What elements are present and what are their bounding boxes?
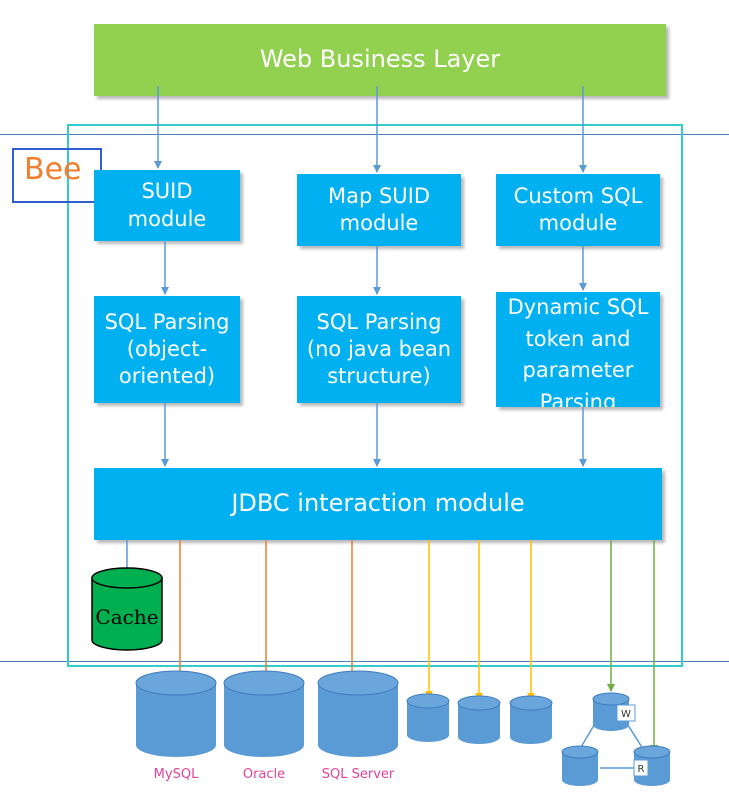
oracle-label: Oracle bbox=[242, 767, 286, 782]
parsing-to-jdbc-arrows bbox=[161, 403, 587, 467]
jdbc-to-relational-db-arrows bbox=[176, 540, 356, 685]
mysql-label: MySQL bbox=[153, 767, 199, 782]
sqlserver-database-icon bbox=[317, 670, 399, 757]
read-tag: R bbox=[638, 764, 645, 775]
sql-parsing-object-oriented: SQL Parsing (object- oriented) bbox=[94, 296, 240, 403]
module-to-parsing-arrows bbox=[161, 241, 587, 295]
cluster-read-node-1-icon bbox=[561, 745, 599, 786]
dynamic-sql-parsing: Dynamic SQL token and parameter Parsing bbox=[496, 292, 660, 407]
jdbc-to-other-db-arrows bbox=[425, 540, 535, 701]
bottom-guide-line bbox=[0, 661, 729, 662]
jdbc-interaction-module: JDBC interaction module bbox=[94, 468, 662, 540]
write-tag: W bbox=[621, 709, 631, 720]
cluster-write-node-icon: W bbox=[592, 692, 636, 731]
map-suid-module: Map SUID module bbox=[297, 174, 461, 246]
web-to-module-arrows bbox=[154, 86, 587, 173]
sqlserver-label: SQL Server bbox=[321, 767, 395, 782]
cache-label: Cache bbox=[95, 605, 158, 629]
top-guide-line bbox=[0, 134, 729, 135]
suid-module: SUID module bbox=[94, 170, 240, 241]
oracle-database-icon bbox=[223, 670, 305, 757]
cluster-read-node-2-icon: R bbox=[633, 745, 671, 786]
database-5-icon bbox=[457, 695, 501, 744]
mysql-database-icon bbox=[135, 670, 217, 757]
sql-parsing-no-java-bean: SQL Parsing (no java bean structure) bbox=[297, 296, 461, 403]
custom-sql-module: Custom SQL module bbox=[496, 174, 660, 246]
cache-cylinder: Cache bbox=[91, 567, 163, 651]
bee-framework-frame bbox=[67, 124, 683, 667]
web-business-layer: Web Business Layer bbox=[94, 24, 666, 96]
database-6-icon bbox=[509, 695, 553, 744]
database-4-icon bbox=[406, 693, 450, 742]
jdbc-to-cluster-arrows bbox=[607, 540, 658, 753]
